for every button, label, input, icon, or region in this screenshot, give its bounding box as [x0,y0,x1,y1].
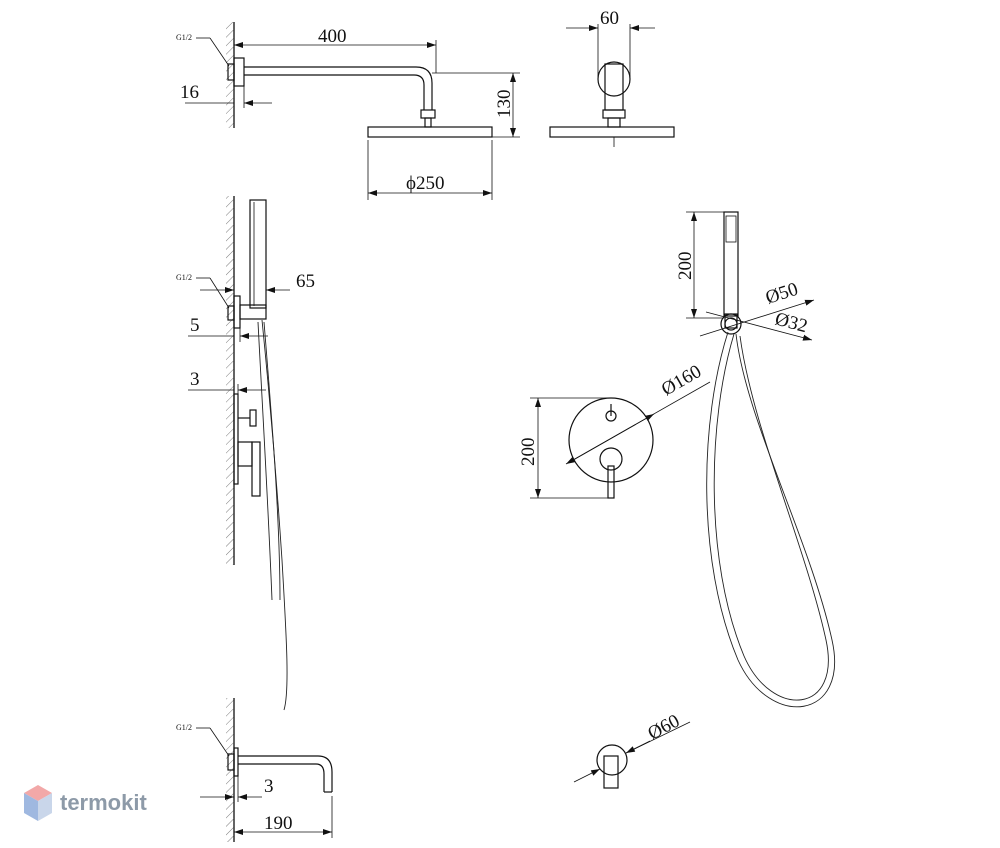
cube-icon [24,785,52,821]
dim-mixer-height: 200 [518,438,539,467]
dim-holder-inner: Ø32 [773,309,810,338]
handshower-front-view: 200 Ø50 Ø32 [675,211,835,708]
dim-spout-length: 190 [264,813,293,834]
dim-arm-length: 400 [318,26,347,47]
shower-arm-side-view: G1/2 400 16 130 ϕ250 [176,22,520,200]
dim-holder-projection: 65 [296,271,315,292]
thread-label-bottom: G1/2 [176,723,192,732]
dim-head-diameter: ϕ250 [406,173,445,194]
dim-holder-outer: Ø50 [763,279,801,309]
dim-handshower-length: 200 [675,252,696,281]
dim-mixer-diameter: Ø160 [658,361,705,400]
dim-spout-rosette: Ø60 [644,711,683,745]
dim-wall-plate-offset: 16 [180,82,199,103]
handshower-mixer-side-view: G1/2 65 5 3 [176,196,315,711]
dim-mixer-plate: 3 [190,369,200,390]
termokit-logo: termokit [24,785,147,821]
dim-spout-plate: 3 [264,776,274,797]
thread-label-middle: G1/2 [176,273,192,282]
dim-arm-flange: 60 [600,8,619,29]
spout-front-view: Ø60 [573,711,691,789]
dim-drop-height: 130 [494,90,515,119]
thread-label-top: G1/2 [176,33,192,42]
spout-side-view: G1/2 3 190 [176,698,333,842]
dim-holder-plate: 5 [190,315,200,336]
mixer-front-view: 200 Ø160 [518,361,711,499]
shower-front-view: 60 [549,8,675,147]
logo-text: termokit [60,790,147,815]
